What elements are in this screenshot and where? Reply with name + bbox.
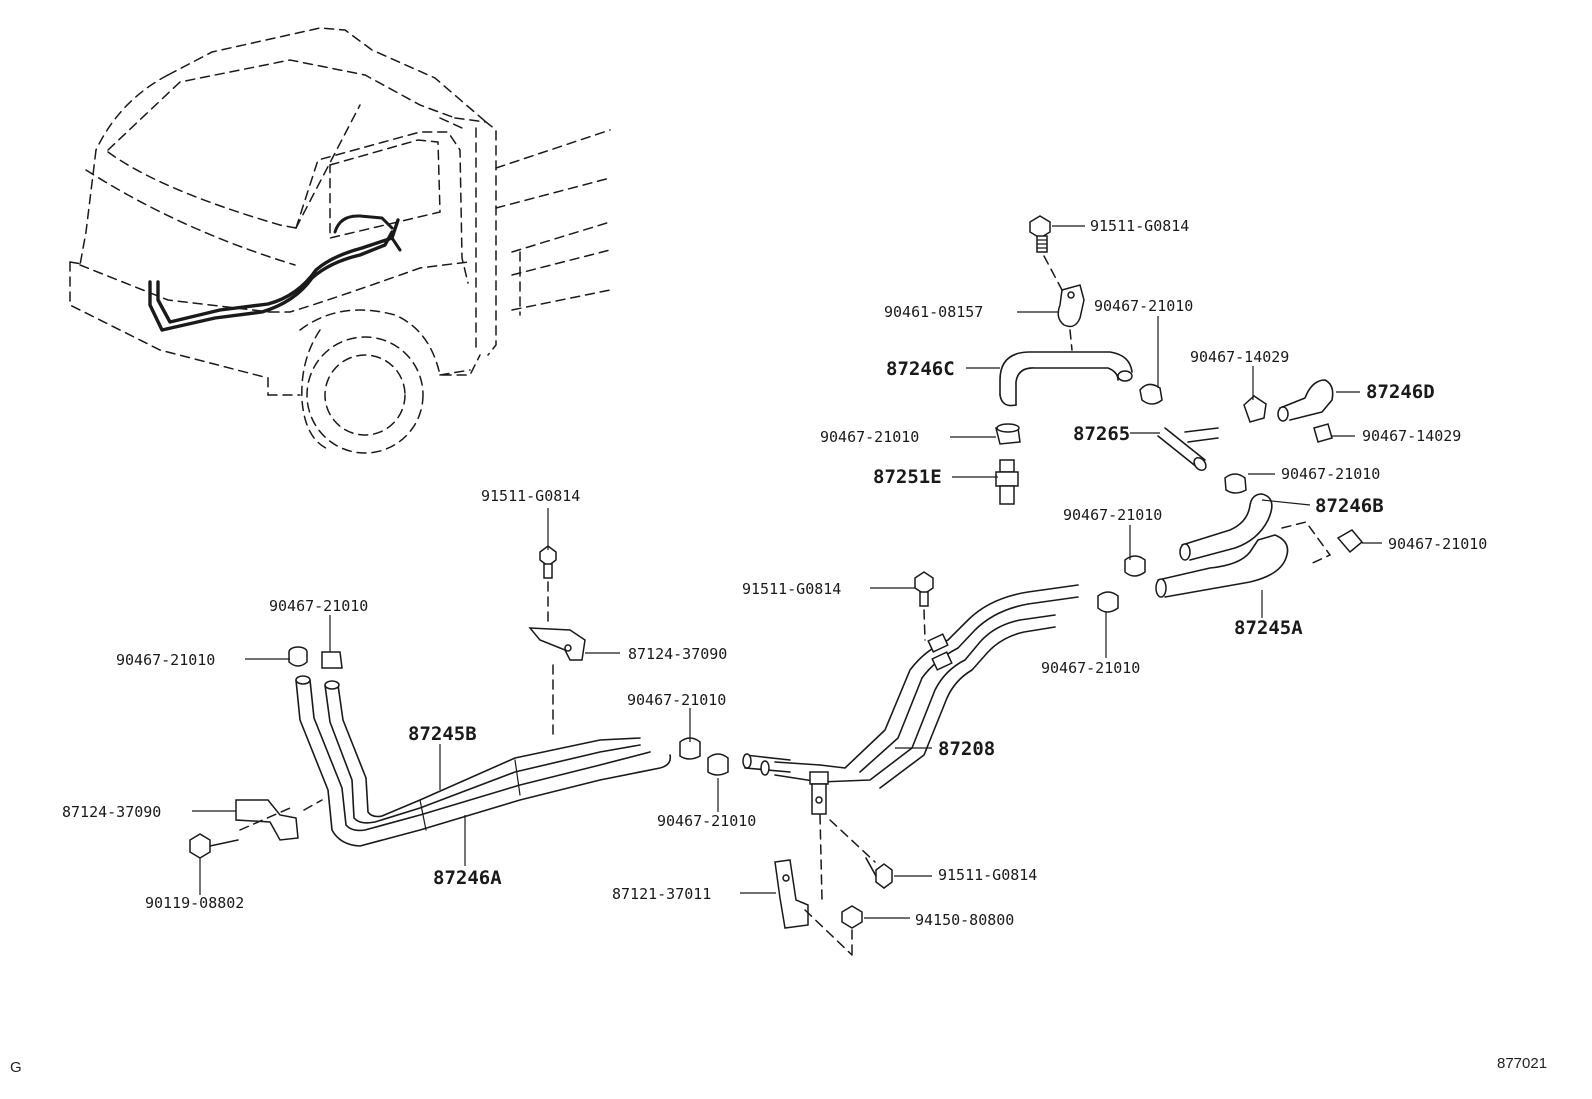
pipe-87208 [742, 584, 1079, 815]
label-87124-37090-mid: 87124-37090 [628, 645, 727, 663]
clamp-90467-a [1139, 383, 1163, 405]
truck-illustration [69, 27, 611, 454]
label-90467-21010-center: 90467-21010 [1063, 506, 1162, 524]
bracket-87124-mid [528, 627, 586, 661]
clamp-90467-f [1097, 591, 1119, 613]
pipe-87265 [1157, 427, 1219, 472]
label-87265: 87265 [1073, 423, 1130, 445]
clamp-90467-b [995, 423, 1021, 445]
label-94150-80800: 94150-80800 [915, 911, 1014, 929]
clamp-90467-14029-a [1243, 395, 1267, 423]
clamp-90467-e [1124, 555, 1146, 577]
label-87208: 87208 [938, 738, 995, 760]
bracket-87121 [774, 859, 809, 929]
label-90467-21010-top: 90467-21010 [1094, 297, 1193, 315]
label-90461-08157: 90461-08157 [884, 303, 983, 321]
label-90467-21010-lower: 90467-21010 [657, 812, 756, 830]
clamp-90467-j [321, 651, 343, 669]
label-90467-21010-upper-left: 90467-21010 [269, 597, 368, 615]
label-91511-g0814-mid: 91511-G0814 [742, 580, 841, 598]
label-90467-14029-top: 90467-14029 [1190, 348, 1289, 366]
leader-lines [192, 225, 1382, 919]
clamp-90467-i [288, 646, 308, 667]
bolt-91511-top [1029, 215, 1051, 253]
bolt-91511-upper [539, 545, 557, 579]
label-90467-21010-mid: 90467-21010 [1281, 465, 1380, 483]
label-87246a: 87246A [433, 867, 502, 889]
pipes-87245B-87246A [295, 675, 672, 847]
bracket-87124-left [235, 799, 299, 841]
valve-87251E [995, 459, 1019, 505]
label-87246d: 87246D [1366, 381, 1435, 403]
label-87251e: 87251E [873, 466, 942, 488]
label-91511-g0814-upper: 91511-G0814 [481, 487, 580, 505]
label-90467-21010-pipe-end: 90467-21010 [627, 691, 726, 709]
clamp-90467-c [1224, 473, 1247, 494]
part-labels: 91511-G0814 90461-08157 90467-21010 8724… [62, 217, 1487, 929]
clamp-90467-d [1336, 529, 1364, 554]
clamp-90461 [1057, 284, 1085, 328]
hose-87246C [999, 351, 1133, 407]
label-90467-14029-right: 90467-14029 [1362, 427, 1461, 445]
clamp-90467-14029-b [1313, 423, 1333, 443]
label-87246b: 87246B [1315, 495, 1384, 517]
label-87245b: 87245B [408, 723, 477, 745]
label-87246c: 87246C [886, 358, 955, 380]
hose-87246D [1277, 379, 1334, 422]
label-91511-g0814-bottom: 91511-G0814 [938, 866, 1037, 884]
label-90119-08802: 90119-08802 [145, 894, 244, 912]
label-90467-21010-left: 90467-21010 [820, 428, 919, 446]
footer-left-mark: G [10, 1059, 22, 1076]
label-90467-21010-far-right: 90467-21010 [1388, 535, 1487, 553]
clamp-90467-h [707, 753, 729, 776]
nut-94150 [841, 905, 863, 929]
label-90467-21010-lower-center: 90467-21010 [1041, 659, 1140, 677]
footer-figure-number: 877021 [1497, 1055, 1547, 1072]
clamp-90467-g [679, 737, 701, 760]
label-87124-37090-left: 87124-37090 [62, 803, 161, 821]
label-90467-21010-far-left: 90467-21010 [116, 651, 215, 669]
hose-87245A [1155, 534, 1289, 598]
hose-87246B [1179, 493, 1273, 561]
bolt-90119 [189, 833, 239, 859]
bolt-91511-bottom [865, 857, 893, 889]
label-87121-37011: 87121-37011 [612, 885, 711, 903]
label-91511-g0814-top: 91511-G0814 [1090, 217, 1189, 235]
label-87245a: 87245A [1234, 617, 1303, 639]
bolt-91511-mid [914, 571, 934, 607]
